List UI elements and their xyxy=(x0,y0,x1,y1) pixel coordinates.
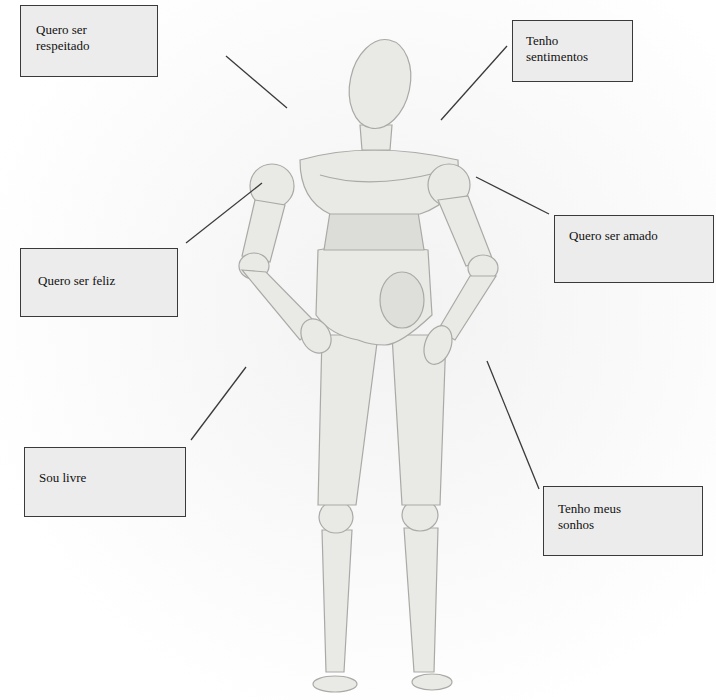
callout-text: Quero ser amado xyxy=(569,228,669,244)
callout-text: Tenho sentimentos xyxy=(526,33,621,65)
callout-text: Quero ser feliz xyxy=(38,273,168,289)
callout-box: Quero ser respeitado xyxy=(20,5,158,77)
callout-text: Sou livre xyxy=(39,470,169,486)
callout-box: Tenho sentimentos xyxy=(512,20,633,82)
callout-text: Quero ser respeitado xyxy=(36,22,136,54)
callout-box: Tenho meus sonhos xyxy=(543,486,703,556)
callout-text: Tenho meus sonhos xyxy=(558,501,658,533)
callout-box: Quero ser amado xyxy=(554,215,714,283)
callout-box: Sou livre xyxy=(24,447,186,517)
callout-box: Quero ser feliz xyxy=(20,248,178,317)
leader-lines xyxy=(186,46,549,489)
